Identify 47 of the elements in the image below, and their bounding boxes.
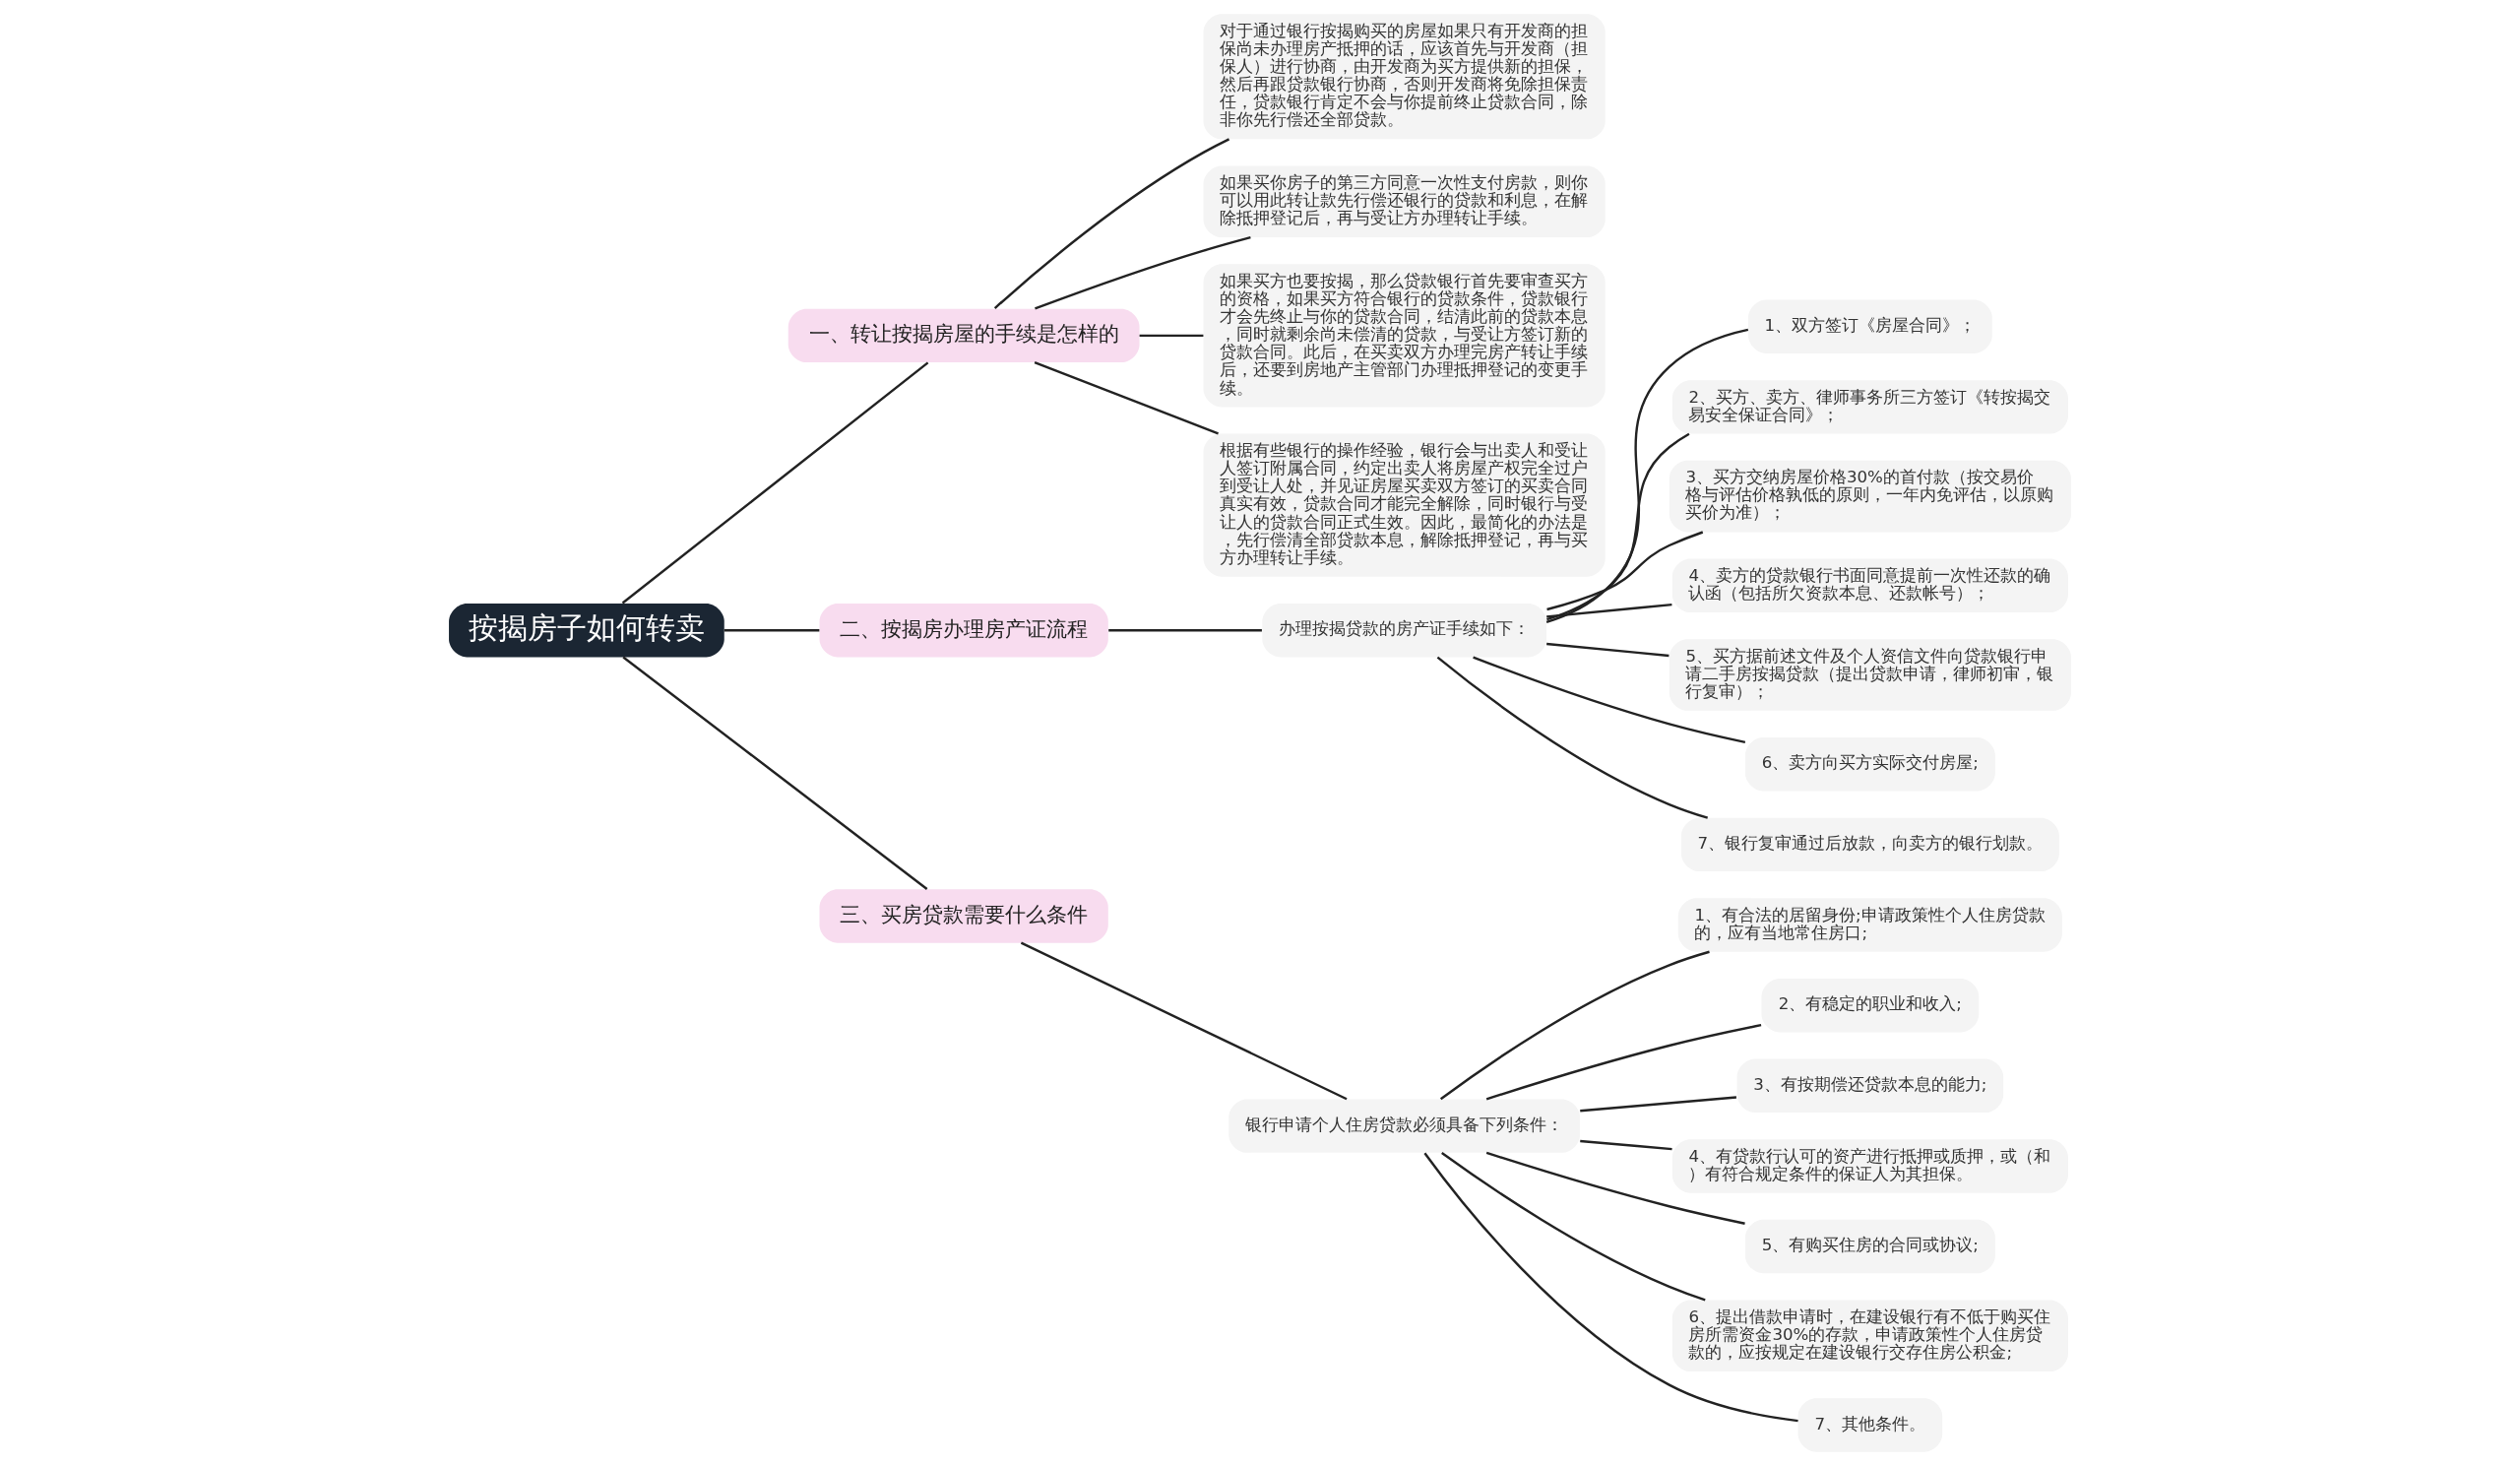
node-box: 4、有贷款行认可的资产进行抵押或质押，或（和）有符合规定条件的保证人为其担保。 bbox=[1671, 1139, 2068, 1193]
connector bbox=[1545, 328, 1749, 623]
connector bbox=[1580, 1139, 1672, 1151]
node-box: 办理按揭贷款的房产证手续如下： bbox=[1262, 603, 1547, 658]
connector bbox=[1485, 1151, 1745, 1225]
node-box: 根据有些银行的操作经验，银行会与出卖人和受让人签订附属合同，约定出卖人将房屋产权完全过户到受让人处，并见证房屋买卖双方签订的买卖合同真实有效，贷款合同才能完全解除，同时银行与受让人的贷款合同正式生效。因此，最简化的办法是，先行偿清全部贷款本息，解除抵押登记，再与买方办理转让手续。 bbox=[1203, 433, 1606, 577]
connector bbox=[724, 628, 820, 632]
node-box: 2、买方、卖方、律师事务所三方签订《转按揭交易安全保证合同》； bbox=[1671, 380, 2068, 434]
node-box: 2、有稳定的职业和收入; bbox=[1761, 978, 1980, 1033]
connector bbox=[1546, 531, 1704, 611]
node-box: 三、买房贷款需要什么条件 bbox=[819, 889, 1108, 943]
connector bbox=[1020, 941, 1348, 1101]
connector bbox=[621, 361, 929, 605]
node-box: 如果买方也要按揭，那么贷款银行首先要审查买方的资格，如果买方符合银行的贷款条件，贷款银行才会先终止与你的贷款合同，结清此前的贷款本息，同时就剩余尚未偿清的贷款，与受让方签订新的贷款合同。此后，在买卖双方办理完房产转让手续后，还要到房地产主管部门办理抵押登记的变更手续。 bbox=[1203, 264, 1606, 408]
node-box: 一、转让按揭房屋的手续是怎样的 bbox=[788, 308, 1140, 363]
connector bbox=[1441, 1152, 1706, 1302]
node-box: 1、有合法的居留身份;申请政策性个人住房贷款的，应有当地常住房口; bbox=[1677, 898, 2062, 952]
node-box: 如果买你房子的第三方同意一次性支付房款，则你可以用此转让款先行偿还银行的贷款和利息，在解除抵押登记后，再与受让方办理转让手续。 bbox=[1203, 165, 1606, 238]
connector bbox=[1423, 1152, 1798, 1423]
node-box: 6、卖方向买方实际交付房屋; bbox=[1744, 737, 1995, 792]
node-box: 5、买方据前述文件及个人资信文件向贷款银行申请二手房按揭贷款（提出贷款申请，律师初审，银行复审）； bbox=[1669, 639, 2071, 711]
connector bbox=[993, 138, 1230, 309]
node-box: 对于通过银行按揭购买的房屋如果只有开发商的担保尚未办理房产抵押的话，应该首先与开发商（担保人）进行协商，由开发商为买方提供新的担保，然后再跟贷款银行协商，否则开发商将免除担保责任，贷款银行肯定不会与你提前终止贷款合同，除非你先行偿还全部贷款。 bbox=[1203, 14, 1606, 140]
node-box: 3、有按期偿还贷款本息的能力; bbox=[1736, 1058, 2004, 1113]
node-box: 6、提出借款申请时，在建设银行有不低于购买住房所需资金30%的存款，申请政策性个人住房贷款的，应按规定在建设银行交存住房公积金; bbox=[1671, 1300, 2068, 1372]
node-box: 二、按揭房办理房产证流程 bbox=[819, 603, 1108, 658]
node-box: 4、卖方的贷款银行书面同意提前一次性还款的确认函（包括所欠资款本息、还款帐号）； bbox=[1671, 558, 2068, 613]
connector bbox=[622, 656, 928, 890]
connector bbox=[1546, 432, 1690, 621]
connector bbox=[1439, 950, 1710, 1101]
connector bbox=[1035, 236, 1251, 310]
connector bbox=[1546, 642, 1670, 658]
node-box: 1、双方签订《房屋合同》； bbox=[1747, 299, 1992, 353]
node-box: 7、其他条件。 bbox=[1797, 1398, 1943, 1452]
node-box: 5、有购买住房的合同或协议; bbox=[1744, 1219, 1995, 1274]
connector bbox=[1139, 334, 1204, 338]
node-box: 7、银行复审通过后放款，向卖方的银行划款。 bbox=[1680, 817, 2059, 872]
connector bbox=[1546, 603, 1672, 618]
connector bbox=[1580, 1096, 1737, 1113]
node-box: 银行申请个人住房贷款必须具备下列条件： bbox=[1228, 1099, 1581, 1153]
connector bbox=[1108, 628, 1262, 632]
node-box: 3、买方交纳房屋价格30%的首付款（按交易价格与评估价格孰低的原则，一年内免评估，以原购买价为准）； bbox=[1669, 460, 2071, 533]
connector bbox=[1034, 361, 1219, 435]
connector bbox=[1485, 1023, 1762, 1101]
node-box: 按揭房子如何转卖 bbox=[449, 603, 724, 658]
connector bbox=[1436, 656, 1709, 819]
connector bbox=[1473, 656, 1746, 744]
